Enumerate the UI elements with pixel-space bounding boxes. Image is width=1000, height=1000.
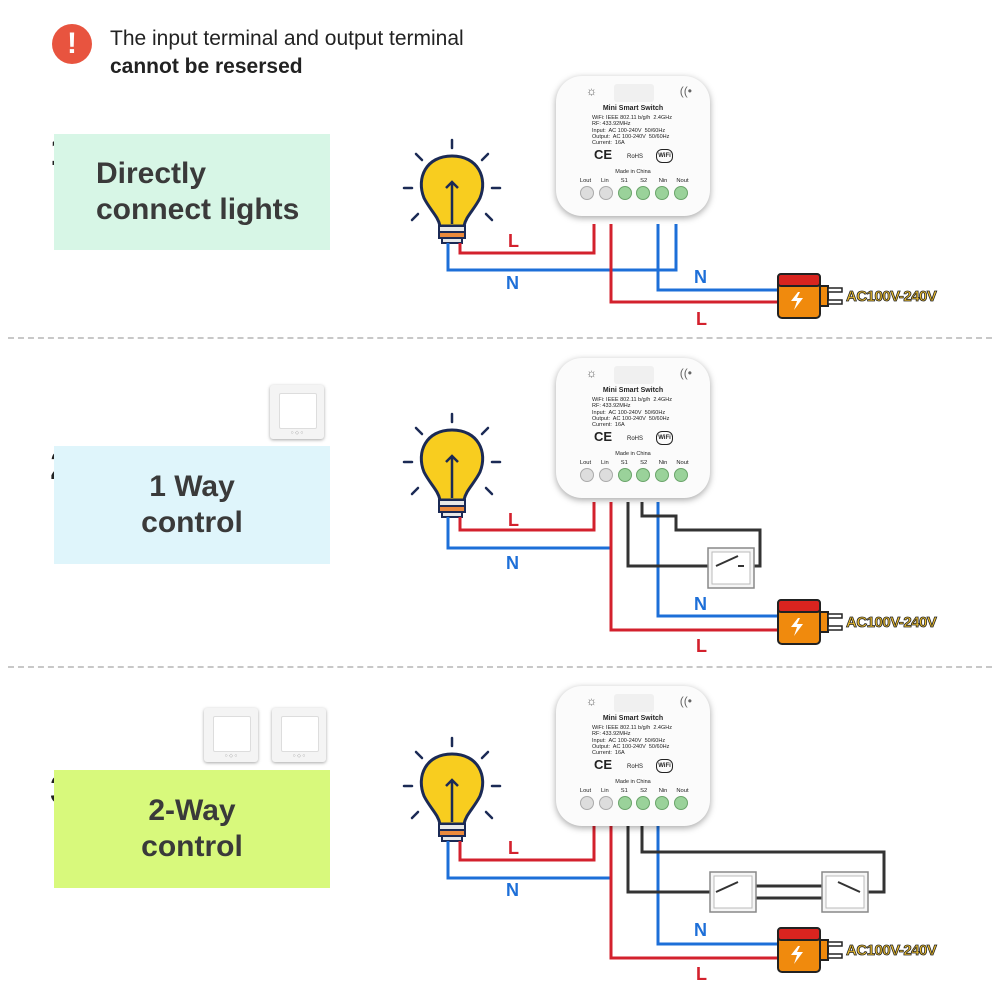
wall-switch-icon: ○ ◇ ○: [270, 385, 324, 439]
terminal-labels: Lout Lin S1 S2 Nin Nout: [576, 788, 692, 794]
module-title: Mini Smart Switch: [602, 105, 664, 112]
rohs-mark: RoHS: [627, 436, 644, 442]
wire-label-neutral: N: [506, 880, 519, 900]
bulb-icon: ☼: [586, 84, 597, 98]
terminal-label: S2: [640, 788, 648, 794]
terminal-label: S2: [640, 178, 648, 184]
warning-text: The input terminal and output terminal c…: [110, 25, 464, 81]
terminal-label: Nout: [676, 460, 689, 466]
wire-label-live: L: [696, 964, 707, 984]
terminal-block: [580, 186, 688, 200]
wire-label-neutral: N: [506, 273, 519, 293]
warning-line-1: The input terminal and output terminal: [110, 27, 464, 50]
module-spec: WiFi: IEEE 802.11 b/g/h 2.4GHz RF: 433.9…: [592, 115, 672, 147]
wire-label-neutral: N: [694, 594, 707, 614]
warning-icon: !: [52, 24, 92, 64]
made-in: Made in China: [615, 779, 651, 785]
section-1-label-line1: Directly: [96, 157, 207, 190]
wifi-badge: WiFi: [656, 759, 673, 773]
wire-label-live: L: [508, 838, 519, 858]
ce-mark: CE: [594, 757, 613, 772]
wire-label-live: L: [696, 309, 707, 329]
terminal-label: Lin: [601, 178, 609, 184]
terminal-label: Nin: [658, 178, 668, 184]
ce-mark: CE: [594, 147, 613, 162]
terminal-label: Lout: [579, 178, 592, 184]
plug-voltage-label: AC100V-240V: [846, 288, 938, 306]
section-2-label-line1: 1 Way: [149, 470, 235, 503]
section-3-label-line1: 2-Way: [148, 794, 236, 827]
wifi-icon: ((•: [679, 366, 692, 380]
terminal-labels: Lout Lin S1 S2 Nin Nout: [576, 460, 692, 466]
wifi-badge: WiFi: [656, 431, 673, 445]
terminal-label: S1: [620, 460, 628, 466]
section-divider: [8, 666, 992, 668]
section-2-label-line2: control: [141, 506, 243, 539]
made-in: Made in China: [615, 169, 651, 175]
wifi-badge: WiFi: [656, 149, 673, 163]
bulb-icon: ☼: [586, 694, 597, 708]
plug-voltage-label: AC100V-240V: [846, 942, 938, 960]
terminal-label: S1: [620, 788, 628, 794]
wire-label-live: L: [508, 231, 519, 251]
module-spec: WiFi: IEEE 802.11 b/g/h 2.4GHz RF: 433.9…: [592, 397, 672, 429]
wifi-icon: ((•: [679, 84, 692, 98]
warning-line-2: cannot be resersed: [110, 55, 303, 78]
section-1-label: Directly connect lights: [54, 134, 330, 250]
made-in: Made in China: [615, 451, 651, 457]
terminal-label: Nin: [658, 788, 668, 794]
plug-voltage-label: AC100V-240V: [846, 614, 938, 632]
module-tab: [614, 84, 654, 102]
wall-switch-icon: ○ ◇ ○: [204, 708, 258, 762]
ce-mark: CE: [594, 429, 613, 444]
section-divider: [8, 337, 992, 339]
wire-label-live: L: [696, 636, 707, 656]
wifi-icon: ((•: [679, 694, 692, 708]
smart-switch-module: ☼ ((• Mini Smart Switch WiFi: IEEE 802.1…: [556, 686, 710, 826]
smart-switch-module: ☼ ((• Mini Smart Switch WiFi: IEEE 802.1…: [556, 76, 710, 216]
terminal-label: Lout: [579, 460, 592, 466]
section-1-label-line2: connect lights: [96, 193, 300, 226]
wall-switch-icon: ○ ◇ ○: [272, 708, 326, 762]
wire-label-neutral: N: [506, 553, 519, 573]
terminal-label: Lin: [601, 460, 609, 466]
terminal-label: Nin: [658, 460, 668, 466]
rohs-mark: RoHS: [627, 154, 644, 160]
section-3-label-line2: control: [141, 830, 243, 863]
smart-switch-module: ☼ ((• Mini Smart Switch WiFi: IEEE 802.1…: [556, 358, 710, 498]
terminal-label: Nout: [676, 788, 689, 794]
terminal-block: [580, 468, 688, 482]
rohs-mark: RoHS: [627, 764, 644, 770]
terminal-block: [580, 796, 688, 810]
terminal-label: S1: [620, 178, 628, 184]
bulb-icon: ☼: [586, 366, 597, 380]
module-tab: [614, 694, 654, 712]
section-3-label: 2-Way control: [54, 770, 330, 888]
wire-label-neutral: N: [694, 267, 707, 287]
terminal-label: Lin: [601, 788, 609, 794]
terminal-labels: Lout Lin S1 S2 Nin Nout: [576, 178, 692, 184]
wire-label-live: L: [508, 510, 519, 530]
section-2-label: 1 Way control: [54, 446, 330, 564]
terminal-label: Nout: [676, 178, 689, 184]
wire-label-neutral: N: [694, 920, 707, 940]
module-spec: WiFi: IEEE 802.11 b/g/h 2.4GHz RF: 433.9…: [592, 725, 672, 757]
module-title: Mini Smart Switch: [602, 387, 664, 394]
module-tab: [614, 366, 654, 384]
terminal-label: S2: [640, 460, 648, 466]
terminal-label: Lout: [579, 788, 592, 794]
module-title: Mini Smart Switch: [602, 715, 664, 722]
